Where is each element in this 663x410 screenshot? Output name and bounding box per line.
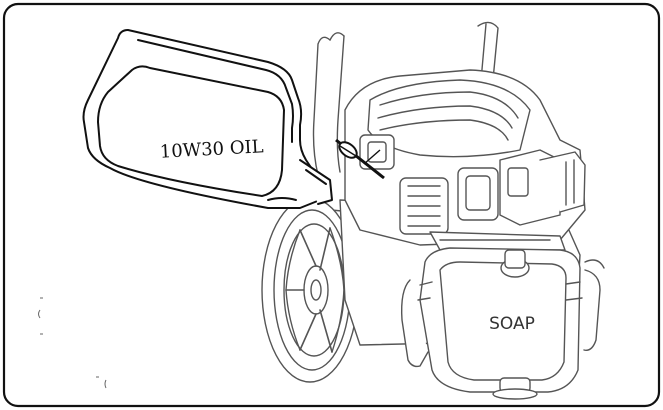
pressure-washer	[261, 21, 605, 400]
hose-connector	[584, 259, 605, 269]
soap-tank	[400, 247, 601, 400]
engine	[344, 69, 586, 251]
dipstick	[335, 138, 385, 180]
oil-bottle	[82, 29, 333, 209]
soap-tank-label: SOAP	[489, 314, 535, 334]
scan-marks	[38, 297, 107, 389]
wheel	[261, 197, 359, 383]
